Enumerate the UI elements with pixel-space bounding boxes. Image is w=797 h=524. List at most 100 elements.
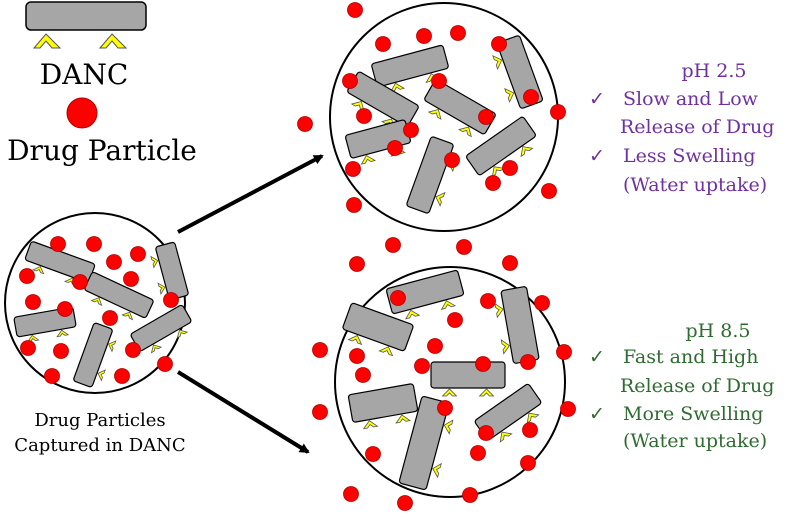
danc-unit	[371, 44, 449, 93]
legend-drug-icon	[66, 97, 98, 129]
drug-particle	[86, 236, 102, 252]
acidic-item1-line2: Release of Drug	[620, 116, 774, 138]
drug-particle	[20, 340, 36, 356]
captured-label-line1: Drug Particles	[34, 410, 165, 431]
legend-drug-label: Drug Particle	[7, 134, 197, 167]
drug-particle	[431, 73, 447, 89]
drug-particle	[297, 116, 313, 132]
danc-unit	[385, 269, 465, 320]
drug-particle	[347, 2, 363, 18]
drug-particle	[444, 152, 460, 168]
danc-unit	[466, 116, 536, 178]
drug-particle	[520, 354, 536, 370]
legend-danc-icon	[25, 1, 147, 49]
danc-unit	[342, 302, 414, 357]
drug-particle	[522, 422, 538, 438]
drug-particle	[356, 108, 372, 124]
drug-particle	[450, 25, 466, 41]
drug-particle	[437, 400, 453, 416]
drug-particle	[470, 445, 486, 461]
drug-particle	[355, 367, 371, 383]
drug-particle	[163, 292, 179, 308]
danc-unit	[398, 395, 454, 491]
drug-particle	[44, 368, 60, 384]
danc-unit	[474, 383, 542, 443]
acidic-item2-line2: (Water uptake)	[623, 174, 767, 196]
drug-particle	[53, 343, 69, 359]
basic-item1-line2: Release of Drug	[620, 375, 774, 397]
drug-particle	[556, 344, 572, 360]
legend-danc-label: DANC	[40, 58, 129, 91]
drug-particle	[349, 256, 365, 272]
drug-particle	[462, 487, 478, 503]
drug-particle	[25, 294, 41, 310]
danc-unit	[347, 383, 419, 430]
drug-particle	[375, 36, 391, 52]
drug-particle	[346, 197, 362, 213]
drug-particle	[312, 404, 328, 420]
acidic-check-2: ✓	[589, 145, 605, 167]
danc-unit	[494, 286, 540, 364]
drug-particle	[456, 239, 472, 255]
drug-particle	[106, 254, 122, 270]
arrow-to-acidic	[177, 154, 324, 234]
drug-particle	[345, 161, 361, 177]
drug-particle	[414, 358, 430, 374]
drug-particle	[349, 348, 365, 364]
drug-particles	[19, 2, 576, 511]
basic-item2-line1: More Swelling	[623, 403, 763, 425]
drug-particle	[478, 109, 494, 125]
drug-particle	[475, 356, 491, 372]
drug-particle	[390, 290, 406, 306]
drug-particle	[157, 356, 173, 372]
drug-particle	[125, 342, 141, 358]
drug-particle	[478, 425, 494, 441]
drug-particle	[365, 446, 381, 462]
arrow-to-basic	[176, 370, 310, 454]
drug-particle	[102, 310, 118, 326]
drug-particle	[57, 301, 73, 317]
drug-particle	[502, 160, 518, 176]
drug-particle	[520, 455, 536, 471]
drug-particle	[385, 237, 401, 253]
drug-particle	[387, 140, 403, 156]
acidic-check-1: ✓	[589, 88, 605, 110]
basic-item2-line2: (Water uptake)	[623, 430, 767, 452]
drug-particle	[114, 368, 130, 384]
drug-particle	[123, 271, 139, 287]
drug-particle	[523, 89, 539, 105]
acidic-item2-line1: Less Swelling	[623, 145, 756, 167]
acidic-item1-line1: Slow and Low	[623, 88, 759, 110]
basic-check-1: ✓	[589, 346, 605, 368]
drug-particle	[403, 122, 419, 138]
drug-particle	[550, 104, 566, 120]
danc-unit	[84, 271, 154, 321]
basic-check-2: ✓	[589, 403, 605, 425]
drug-particle	[416, 28, 432, 44]
danc-unit	[150, 241, 189, 301]
captured-label-line2: Captured in DANC	[14, 435, 185, 456]
basic-title: pH 8.5	[686, 320, 751, 342]
drug-particle	[72, 274, 88, 290]
drug-particle	[447, 312, 463, 328]
drug-particle	[534, 295, 550, 311]
drug-particle	[485, 175, 501, 191]
acidic-title: pH 2.5	[682, 60, 747, 82]
drug-particle	[397, 495, 413, 511]
drug-particle	[50, 236, 66, 252]
drug-particle	[342, 73, 358, 89]
drug-particle	[502, 255, 518, 271]
drug-particle	[427, 338, 443, 354]
acidic-text-block: pH 2.5 ✓ Slow and Low Release of Drug ✓ …	[589, 60, 774, 196]
drug-particle	[541, 183, 557, 199]
drug-particle	[19, 268, 35, 284]
drug-particle	[560, 401, 576, 417]
basic-text-block: pH 8.5 ✓ Fast and High Release of Drug ✓…	[589, 320, 774, 452]
danc-unit	[424, 79, 496, 138]
drug-particle	[343, 486, 359, 502]
danc-unit	[73, 322, 117, 388]
drug-particle	[480, 293, 496, 309]
basic-item1-line1: Fast and High	[623, 346, 758, 368]
drug-particle	[130, 246, 146, 262]
